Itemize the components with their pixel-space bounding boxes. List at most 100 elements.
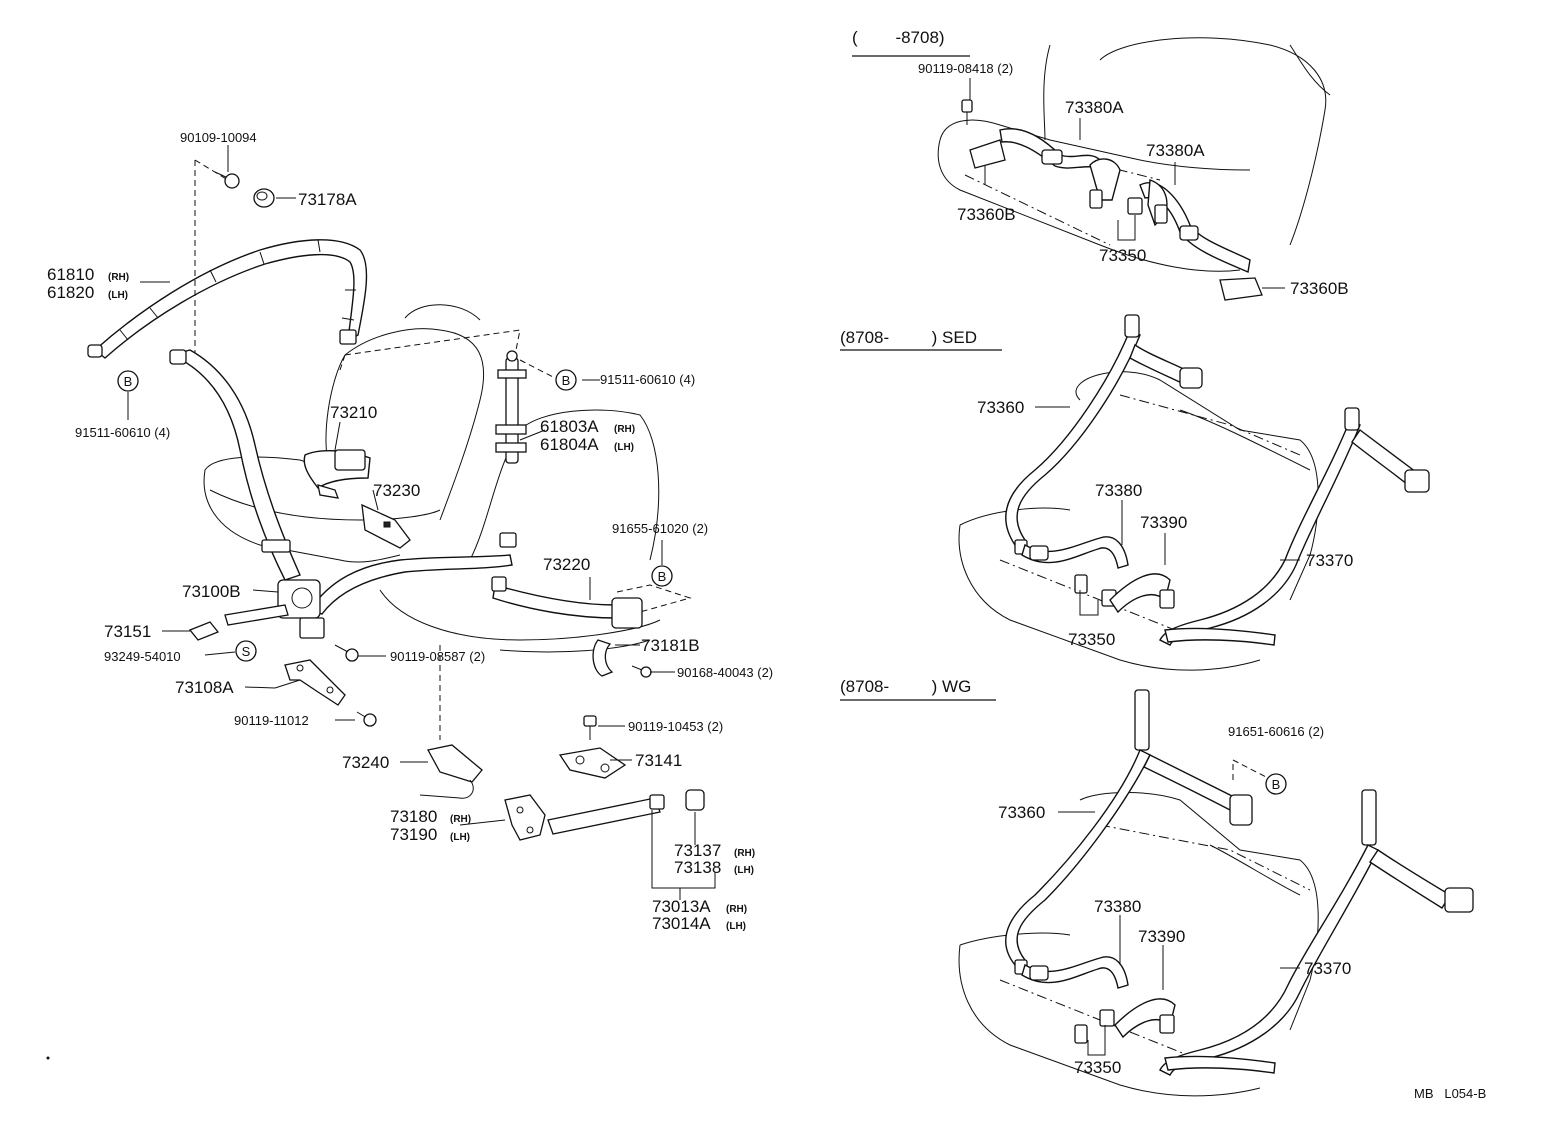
belt-73360-sed — [1005, 314, 1203, 555]
belt-73380A-1 — [969, 128, 1103, 172]
svg-text:B: B — [562, 373, 571, 388]
bolt-90119-10453 — [583, 715, 597, 740]
stray-dot — [46, 1056, 50, 1060]
label-73138: 73138 — [674, 858, 721, 877]
label-90168-40043: 90168-40043 (2) — [677, 665, 773, 680]
shoulder-belt-guide-rail — [87, 239, 368, 359]
sed-leader-lines — [1035, 406, 1300, 616]
label-73240: 73240 — [342, 753, 389, 772]
label-73180: 73180 — [390, 807, 437, 826]
diagram-code: MB L054-B — [1414, 1086, 1486, 1101]
label-73380A-1: 73380A — [1065, 98, 1124, 117]
bracket-73141 — [558, 747, 627, 779]
label-73013A: 73013A — [652, 897, 711, 916]
label-61810-rh: (RH) — [108, 272, 129, 283]
label-73141: 73141 — [635, 751, 682, 770]
wg-leader-lines — [1058, 811, 1300, 1056]
svg-text:B: B — [658, 569, 667, 584]
label-73013A-rh: (RH) — [726, 904, 747, 915]
label-90119-08587: 90119-08587 (2) — [390, 649, 485, 664]
label-73390-sed: 73390 — [1140, 513, 1187, 532]
label-61820-lh: (LH) — [108, 290, 128, 301]
heading-early: ( -8708) — [852, 28, 945, 47]
label-73180-rh: (RH) — [450, 814, 471, 825]
svg-text:B: B — [1272, 777, 1281, 792]
label-90119-11012: 90119-11012 — [234, 713, 309, 728]
callout-b-left: B — [117, 370, 139, 392]
lap-belt-73380-wg — [1021, 956, 1129, 989]
label-73230: 73230 — [373, 481, 420, 500]
label-73370-sed: 73370 — [1306, 551, 1353, 570]
anchor-plate-61803A — [495, 350, 527, 464]
label-73108A: 73108A — [175, 678, 234, 697]
early-rear-section — [852, 37, 1331, 301]
buckles-73350-sed — [1074, 573, 1175, 614]
label-91511-60610-right: 91511-60610 (4) — [600, 372, 695, 387]
label-73210: 73210 — [330, 403, 377, 422]
label-73360-wg: 73360 — [998, 803, 1045, 822]
label-91511-60610-left: 91511-60610 (4) — [75, 425, 170, 440]
label-91655-61020: 91655-61020 (2) — [612, 521, 708, 536]
label-61810: 61810 — [47, 265, 94, 284]
buckle-73240 — [419, 744, 483, 799]
lap-belt-73220 — [308, 532, 643, 629]
label-73380-sed: 73380 — [1095, 481, 1142, 500]
svg-text:S: S — [242, 644, 251, 659]
label-90119-10453: 90119-10453 (2) — [628, 719, 723, 734]
belt-73360-wg — [1005, 689, 1253, 975]
bolt-90119-08587 — [334, 644, 359, 662]
bolt-90119-11012 — [356, 711, 377, 727]
label-73100B: 73100B — [182, 582, 241, 601]
belt-73370-wg — [1159, 789, 1474, 1076]
wg-rear-section — [840, 689, 1474, 1097]
cover-73137 — [685, 789, 705, 811]
front-seat-section — [87, 159, 705, 841]
label-90119-08418: 90119-08418 (2) — [918, 61, 1013, 76]
retractor-73100B — [224, 539, 325, 639]
label-73390-wg: 73390 — [1138, 927, 1185, 946]
anchor-73108A — [274, 659, 346, 706]
lap-belt-73380-sed — [1021, 536, 1129, 569]
label-61820: 61820 — [47, 283, 94, 302]
label-73151: 73151 — [104, 622, 151, 641]
bolt-90119-08418 — [961, 99, 973, 125]
label-73360B-2: 73360B — [1290, 279, 1349, 298]
label-73014A: 73014A — [652, 914, 711, 933]
label-73178A: 73178A — [298, 190, 357, 209]
front-seat-outline — [203, 304, 661, 653]
label-73190: 73190 — [390, 825, 437, 844]
label-73380-wg: 73380 — [1094, 897, 1141, 916]
buckle-73230 — [361, 503, 411, 549]
belt-73370-sed — [1159, 407, 1430, 646]
shoulder-belt-73210 — [169, 349, 371, 581]
clip-73151 — [188, 621, 220, 641]
buckles-73350-wg — [1074, 998, 1176, 1044]
label-73137-rh: (RH) — [734, 848, 755, 859]
label-73370-wg: 73370 — [1304, 959, 1351, 978]
label-73181B: 73181B — [641, 636, 700, 655]
label-73350-wg: 73350 — [1074, 1058, 1121, 1077]
label-93249-54010: 93249-54010 — [104, 649, 181, 664]
svg-text:B: B — [124, 374, 133, 389]
label-73360-sed: 73360 — [977, 398, 1024, 417]
heading-sed: (8708- ) SED — [840, 328, 977, 347]
label-61804A: 61804A — [540, 435, 599, 454]
label-73350-sed: 73350 — [1068, 630, 1115, 649]
callout-s: S — [235, 640, 257, 662]
left-leader-lines — [127, 145, 716, 900]
label-73137: 73137 — [674, 841, 721, 860]
callout-b-wg: B — [1265, 773, 1287, 795]
bolt-90109-10094 — [214, 171, 240, 189]
cap-73178A — [253, 188, 275, 208]
label-73190-lh: (LH) — [450, 832, 470, 843]
label-61803A-rh: (RH) — [614, 424, 635, 435]
label-61804A-lh: (LH) — [614, 442, 634, 453]
bracket-73180 — [504, 794, 546, 841]
label-61803A: 61803A — [540, 417, 599, 436]
label-91651-60616: 91651-60616 (2) — [1228, 724, 1324, 739]
callout-b-lower: B — [651, 565, 673, 587]
early-leader-lines — [969, 78, 1285, 289]
slide-anchor-73013A — [547, 794, 665, 835]
